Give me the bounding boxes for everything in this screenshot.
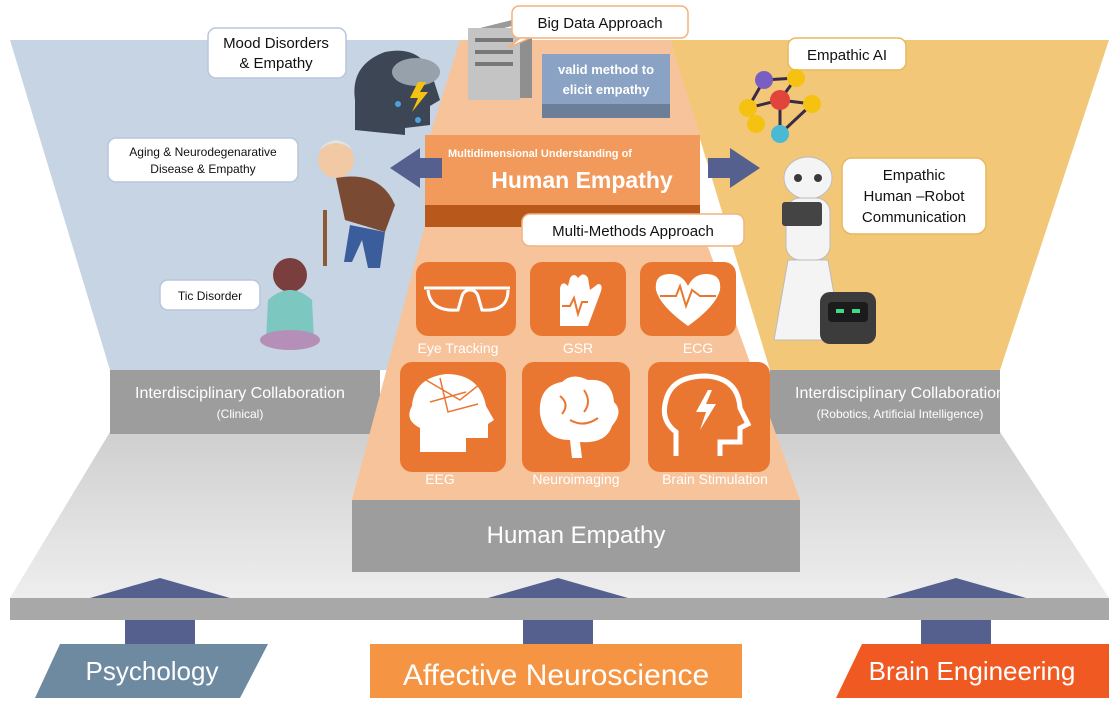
pillar-affective-neuroscience: Affective Neuroscience [370, 644, 742, 698]
pillar-neuroscience-label: Affective Neuroscience [403, 659, 709, 692]
method-label-eeg: EEG [425, 471, 455, 487]
arrow-up-engineering-icon [886, 578, 1026, 644]
method-label-ecg: ECG [683, 340, 713, 356]
pillar-psychology-label: Psychology [86, 656, 219, 686]
pillar-brain-engineering: Brain Engineering [836, 644, 1109, 698]
small-robot-icon [820, 292, 876, 344]
center-small-label: Multidimensional Understanding of [448, 148, 632, 160]
method-label-gsr: GSR [563, 340, 593, 356]
method-label-eye-tracking: Eye Tracking [418, 340, 499, 356]
callout-robot-line2: Human –Robot [864, 188, 966, 205]
elderly-person-icon [318, 140, 395, 268]
callout-robot-comm: Empathic Human –Robot Communication [841, 157, 987, 235]
arrow-right-icon [708, 148, 760, 188]
callout-mood-line2: & Empathy [239, 55, 313, 72]
valid-method-box [542, 54, 670, 118]
callout-mood-line1: Mood Disorders [223, 35, 329, 52]
method-tile-eeg [400, 362, 506, 472]
callout-aging-line2: Disease & Empathy [150, 162, 255, 176]
method-tile-brain-stimulation [648, 362, 770, 472]
mood-head-icon [354, 50, 440, 135]
gsr-hand-icon [560, 274, 602, 326]
collab-right-subtitle: (Robotics, Artificial Intelligence) [817, 407, 984, 421]
method-tile-neuroimaging [522, 362, 630, 472]
collab-left-title: Interdisciplinary Collaboration [135, 385, 345, 402]
method-tile-gsr [530, 262, 626, 336]
collab-right-title: Interdisciplinary Collaboration [795, 385, 1005, 402]
pillar-psychology: Psychology [35, 644, 268, 698]
tic-child-icon [260, 258, 320, 350]
arrow-up-neuroscience-icon [488, 578, 628, 644]
callout-mood: Mood Disorders & Empathy [207, 27, 347, 79]
callout-empathic-ai-text: Empathic AI [807, 47, 887, 64]
valid-method-line2: elicit empathy [563, 82, 650, 97]
collab-left-subtitle: (Clinical) [217, 407, 264, 421]
pillar-engineering-label: Brain Engineering [869, 656, 1076, 686]
callout-tic: Tic Disorder [159, 279, 261, 311]
method-label-neuroimaging: Neuroimaging [532, 471, 619, 487]
center-big-label: Human Empathy [491, 167, 673, 193]
neural-network-icon [739, 69, 821, 143]
callout-big-data-text: Big Data Approach [537, 15, 662, 32]
brain-stimulation-head-icon [661, 373, 752, 456]
callout-aging-line1: Aging & Neurodegenarative [129, 145, 277, 159]
arrow-left-icon [390, 148, 442, 188]
eeg-head-icon [409, 374, 494, 452]
callout-robot-line3: Communication [862, 209, 966, 226]
callout-empathic-ai: Empathic AI [787, 37, 907, 71]
arrow-up-psychology-icon [90, 578, 230, 644]
callout-multi-methods-text: Multi-Methods Approach [552, 223, 714, 240]
callout-robot-line1: Empathic [883, 167, 946, 184]
method-tile-eye-tracking [416, 262, 516, 336]
valid-method-line1: valid method to [558, 62, 654, 77]
callout-tic-text: Tic Disorder [178, 289, 242, 303]
method-tile-ecg [640, 262, 736, 336]
method-label-brain-stimulation: Brain Stimulation [662, 471, 768, 487]
ecg-heart-icon [655, 274, 721, 326]
brain-icon [539, 376, 619, 458]
callout-aging: Aging & Neurodegenarative Disease & Empa… [107, 137, 299, 183]
base-label: Human Empathy [487, 522, 666, 549]
callout-multi-methods: Multi-Methods Approach [521, 213, 745, 247]
eye-tracking-glasses-icon [424, 286, 510, 312]
callout-big-data: Big Data Approach [507, 5, 689, 49]
